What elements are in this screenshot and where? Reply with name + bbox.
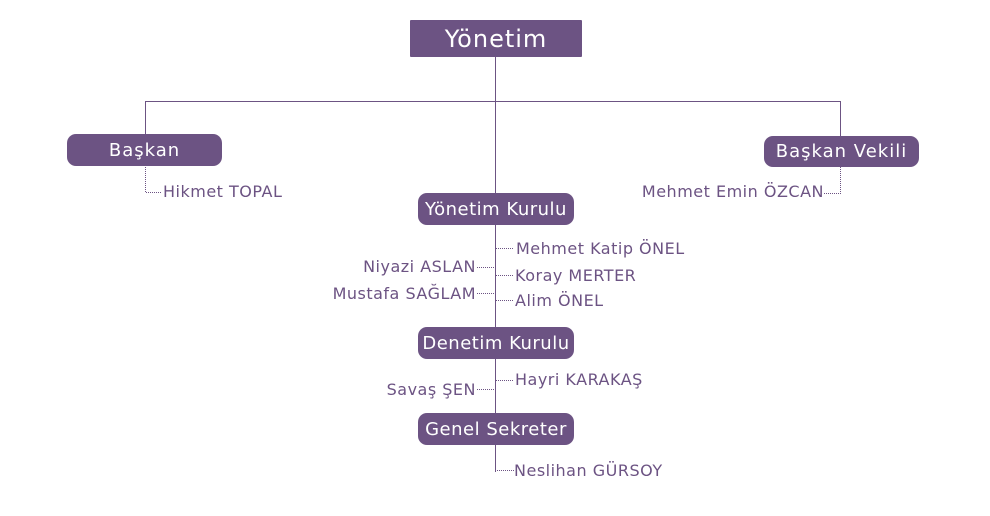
baskan-vekili-node: Başkan Vekili: [764, 136, 919, 167]
yk-member-left-2: Mustafa SAĞLAM: [332, 284, 476, 303]
denetim-kurulu-label: Denetim Kurulu: [422, 332, 570, 354]
baskan-label: Başkan: [108, 139, 181, 161]
baskan-member-line: [145, 165, 162, 193]
denetim-kurulu-node: Denetim Kurulu: [418, 327, 574, 359]
baskan-member: Hikmet TOPAL: [163, 182, 283, 201]
gs-right-1-line: [495, 444, 514, 471]
genel-sekreter-node: Genel Sekreter: [418, 413, 574, 445]
root-node: Yönetim: [410, 20, 582, 57]
baskan-vekili-member-line: [824, 167, 841, 194]
yonetim-kurulu-node: Yönetim Kurulu: [418, 193, 574, 225]
dk-member-right-1: Hayri KARAKAŞ: [515, 370, 643, 389]
yk-member-right-1: Mehmet Katip ÖNEL: [516, 239, 685, 258]
yk-member-left-1: Niyazi ASLAN: [363, 257, 476, 276]
baskan-node: Başkan: [67, 134, 222, 166]
yk-member-right-2: Koray MERTER: [515, 266, 637, 285]
genel-sekreter-label: Genel Sekreter: [425, 418, 567, 440]
yk-member-right-3: Alim ÖNEL: [515, 291, 604, 310]
baskan-vekili-member: Mehmet Emin ÖZCAN: [641, 182, 824, 201]
gs-member-right-1: Neslihan GÜRSOY: [514, 461, 663, 480]
yonetim-kurulu-label: Yönetim Kurulu: [425, 198, 567, 220]
root-label: Yönetim: [444, 24, 548, 53]
baskan-vekili-label: Başkan Vekili: [775, 141, 908, 162]
dk-member-left-1: Savaş ŞEN: [386, 380, 476, 399]
